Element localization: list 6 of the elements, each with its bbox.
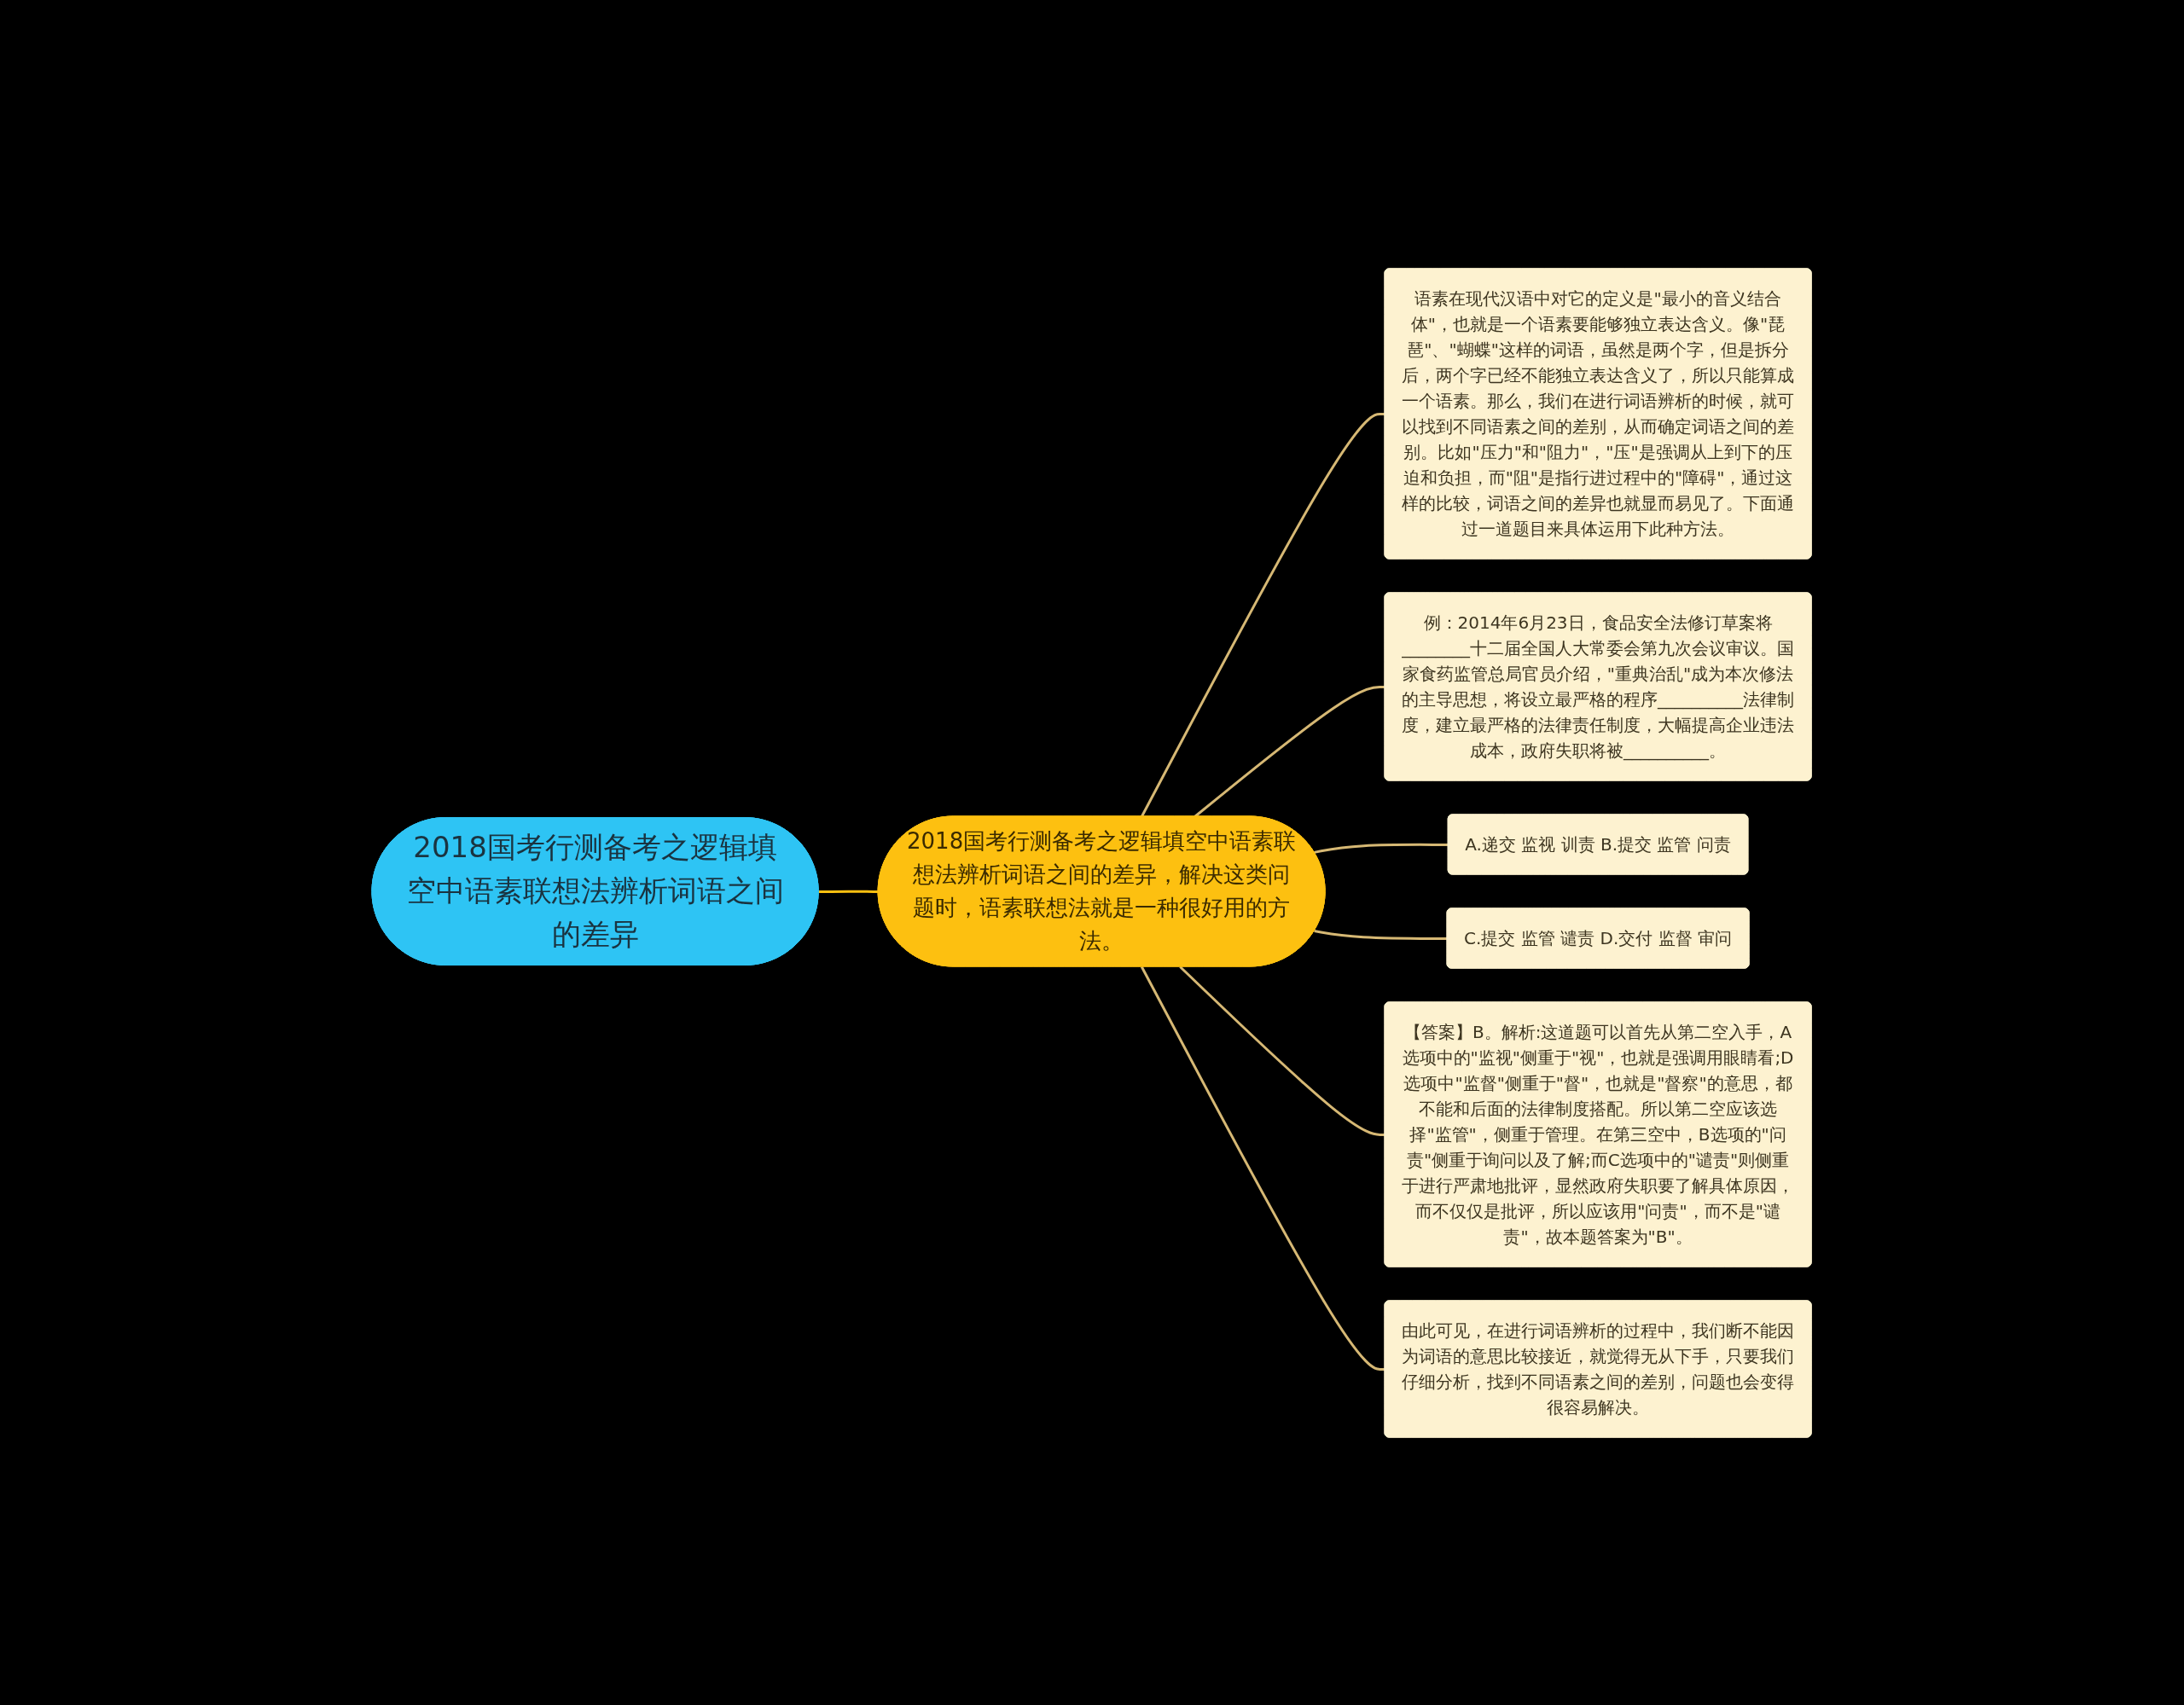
connector [819, 890, 880, 893]
connector [1179, 965, 1386, 1136]
connector [1141, 412, 1386, 817]
connector [1314, 843, 1449, 854]
connector [1141, 966, 1386, 1371]
connector [1314, 929, 1449, 940]
